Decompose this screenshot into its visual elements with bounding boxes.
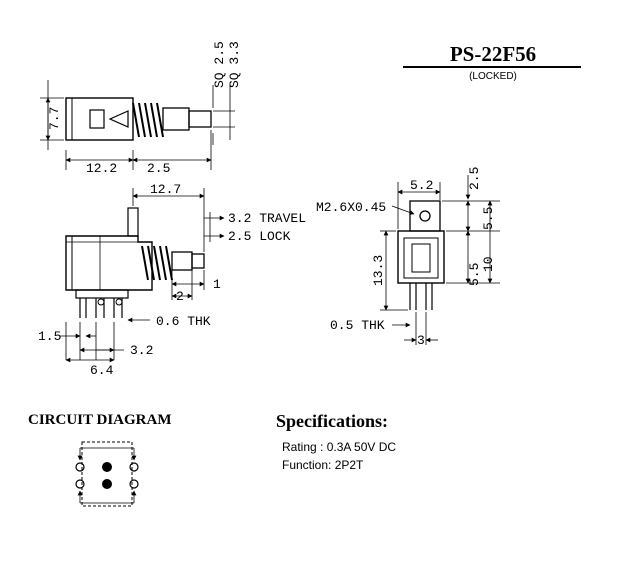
top-view-labels: 7.7 12.2 2.5 SQ 2.5 SQ 3.3 xyxy=(47,41,242,176)
spring-side xyxy=(141,245,173,281)
model-variant: (LOCKED) xyxy=(469,71,517,82)
dim-thread: M2.6X0.45 xyxy=(316,200,386,215)
title-underline xyxy=(403,66,581,68)
dim-front-pin-pitch: 3 xyxy=(417,333,425,348)
plunger-tip xyxy=(188,110,212,128)
dim-pin-gap: 1.5 xyxy=(38,329,61,344)
dim-upper: 5.5 xyxy=(481,207,496,230)
side-view xyxy=(60,188,225,363)
spring-top xyxy=(132,102,164,138)
dim-shaft-sq-small: SQ 2.5 xyxy=(212,41,227,88)
dim-front-thickness: 0.5 THK xyxy=(330,318,385,333)
circuit-diagram-title: CIRCUIT DIAGRAM xyxy=(28,412,172,428)
dim-shaft-sq-large: SQ 3.3 xyxy=(227,41,242,88)
contact-common xyxy=(102,462,112,472)
front-view xyxy=(380,175,500,345)
dim-total: 10 xyxy=(481,256,496,272)
side-view-labels: 12.7 3.2 TRAVEL 2.5 LOCK 1 2 0.6 THK 1.5… xyxy=(38,182,306,378)
dim-shaft-length: 2.5 xyxy=(147,161,170,176)
contact-open xyxy=(129,462,139,472)
contact-open xyxy=(75,479,85,489)
contact-open xyxy=(75,462,85,472)
specifications-title: Specifications: xyxy=(276,411,388,431)
model-title: PS-22F56 xyxy=(449,42,537,66)
dim-body-length: 12.2 xyxy=(86,161,117,176)
contact-open xyxy=(129,479,139,489)
dim-width: 5.2 xyxy=(410,178,433,193)
dim-front-height: 13.3 xyxy=(371,255,386,286)
side-plunger-tip xyxy=(191,253,205,269)
front-view-body xyxy=(397,230,445,284)
spec-rating: Rating : 0.3A 50V DC xyxy=(282,440,397,454)
contact-common xyxy=(102,479,112,489)
arrow-icon xyxy=(108,110,129,128)
dim-overall: 12.7 xyxy=(150,182,181,197)
dim-1: 1 xyxy=(213,277,221,292)
dim-thickness: 0.6 THK xyxy=(156,314,211,329)
circuit-diagram xyxy=(75,441,139,507)
front-view-labels: M2.6X0.45 5.2 2.5 5.5 5.5 10 13.3 0.5 TH… xyxy=(316,167,496,348)
dim-height: 7.7 xyxy=(47,107,62,130)
dim-pin-span: 6.4 xyxy=(90,363,114,378)
side-view-body xyxy=(65,235,153,291)
dim-lower: 5.5 xyxy=(467,263,482,286)
dim-pin-pitch: 3.2 xyxy=(130,343,153,358)
top-view xyxy=(40,80,235,170)
dim-top: 2.5 xyxy=(467,167,482,190)
dim-2: 2 xyxy=(176,289,184,304)
dim-travel: 3.2 TRAVEL xyxy=(228,211,306,226)
circuit-housing xyxy=(81,441,133,507)
thread-hole xyxy=(419,210,431,222)
top-view-body xyxy=(65,97,134,141)
spec-function: Function: 2P2T xyxy=(282,458,364,472)
dim-lock: 2.5 LOCK xyxy=(228,229,291,244)
